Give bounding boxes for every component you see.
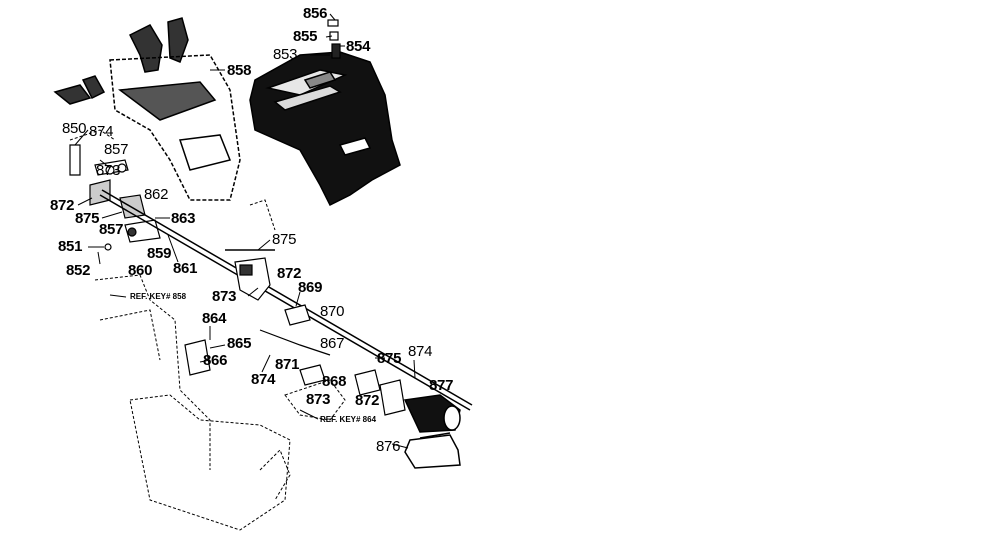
- callout-874-a: 874: [89, 123, 114, 140]
- callout-875-c: 875: [377, 350, 402, 367]
- control-handles: [53, 17, 241, 201]
- center-brackets: [184, 257, 406, 416]
- console-cover: [249, 51, 401, 207]
- callout-868: 868: [322, 373, 347, 390]
- callout-864: 864: [202, 310, 227, 327]
- callout-859: 859: [147, 245, 172, 262]
- callout-875-a: 875: [75, 210, 100, 227]
- callout-872-a: 872: [50, 197, 75, 214]
- callout-873-c: 873: [306, 391, 331, 408]
- callout-857-a: 857: [104, 141, 129, 158]
- callout-866: 866: [203, 352, 228, 369]
- frame-outline: [69, 129, 346, 531]
- callout-861: 861: [173, 260, 198, 277]
- callout-855: 855: [293, 28, 318, 45]
- callout-870: 870: [320, 303, 345, 320]
- callout-872-c: 872: [355, 392, 380, 409]
- knob-assembly: [327, 19, 341, 59]
- callout-877: 877: [429, 377, 454, 394]
- cross-shaft: [99, 189, 473, 411]
- callout-852: 852: [66, 262, 91, 279]
- callout-869: 869: [298, 279, 323, 296]
- callout-854: 854: [346, 38, 371, 55]
- callout-863: 863: [171, 210, 196, 227]
- leader-lines: [74, 13, 416, 449]
- callout-873-a: 873: [96, 162, 121, 179]
- callout-858: 858: [227, 62, 252, 79]
- ref-key-858: REF. KEY# 858: [130, 292, 187, 301]
- callout-853: 853: [273, 46, 298, 63]
- ref-key-864: REF. KEY# 864: [320, 415, 377, 424]
- callout-851: 851: [58, 238, 83, 255]
- callout-874-c: 874: [251, 371, 276, 388]
- callout-871: 871: [275, 356, 300, 373]
- callout-857-b: 857: [99, 221, 124, 238]
- callout-865: 865: [227, 335, 252, 352]
- callout-873-b: 873: [212, 288, 237, 305]
- callout-872-b: 872: [277, 265, 302, 282]
- callout-856: 856: [303, 5, 328, 22]
- callout-850: 850: [62, 120, 87, 137]
- callout-875-b: 875: [272, 231, 297, 248]
- motor: [403, 394, 461, 469]
- callout-860: 860: [128, 262, 153, 279]
- callout-876: 876: [376, 438, 401, 455]
- callout-867: 867: [320, 335, 345, 352]
- callout-862: 862: [144, 186, 169, 203]
- callout-874-b: 874: [408, 343, 433, 360]
